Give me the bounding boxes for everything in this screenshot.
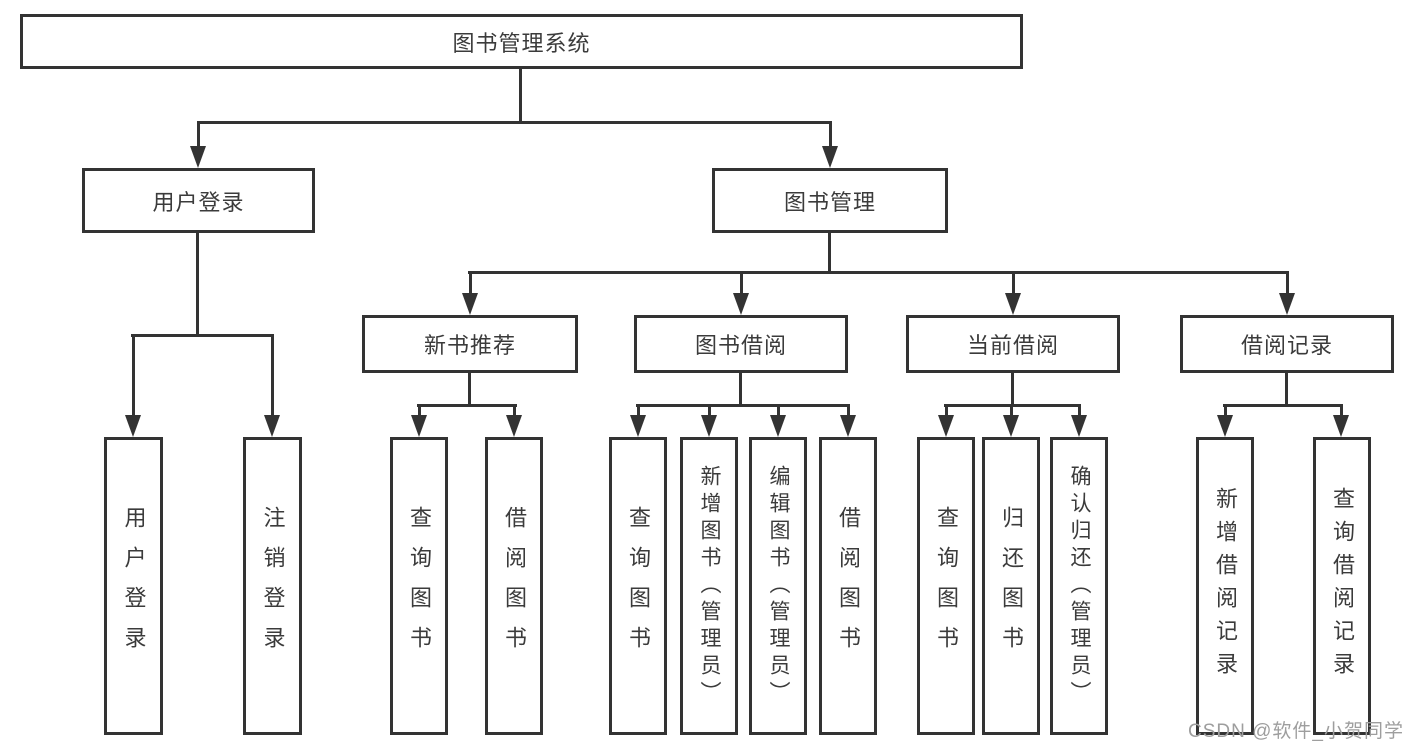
leaf-newrec-borrow-books: 借阅图书 (485, 437, 543, 735)
leaf-logout: 注销登录 (243, 437, 302, 735)
arrow-to-leaf-borrow-edit-books (770, 404, 786, 437)
arrow-to-new-book-recommend (462, 271, 478, 315)
edge-book-borrowing-rail (636, 404, 850, 407)
leaf-current-return-books: 归还图书 (982, 437, 1040, 735)
edge-borrowing-records-stem (1285, 373, 1288, 407)
leaf-current-query-books-label: 查询图书 (934, 506, 959, 666)
arrow-to-leaf-newrec-query-books (411, 404, 427, 437)
arrow-to-leaf-records-add-record (1217, 404, 1233, 437)
node-book-management-label: 图书管理 (783, 189, 876, 215)
leaf-borrow-edit-books-admin: 编辑图书（管理员） (749, 437, 807, 735)
node-new-book-recommend: 新书推荐 (362, 315, 578, 373)
leaf-current-query-books: 查询图书 (917, 437, 975, 735)
edge-user-login-rail (131, 334, 274, 337)
leaf-records-add-record: 新增借阅记录 (1196, 437, 1254, 735)
edge-root-stem (519, 69, 522, 124)
edge-book-management-stem (828, 233, 831, 274)
arrow-to-current-borrowing (1005, 271, 1021, 315)
leaf-borrow-query-books: 查询图书 (609, 437, 667, 735)
edge-borrowing-records-rail (1223, 404, 1343, 407)
leaf-borrow-add-books-admin: 新增图书（管理员） (680, 437, 738, 735)
leaf-newrec-query-books: 查询图书 (390, 437, 448, 735)
node-book-borrowing: 图书借阅 (634, 315, 848, 373)
edge-new-book-recommend-stem (468, 373, 471, 407)
edge-user-login-stem (196, 233, 199, 337)
arrow-to-leaf-current-return-books (1003, 404, 1019, 437)
leaf-records-add-record-label: 新增借阅记录 (1213, 487, 1238, 685)
leaf-newrec-borrow-books-label: 借阅图书 (502, 506, 527, 666)
node-current-borrowing: 当前借阅 (906, 315, 1120, 373)
leaf-borrow-borrow-books-label: 借阅图书 (836, 506, 861, 666)
node-borrowing-records: 借阅记录 (1180, 315, 1394, 373)
node-new-book-recommend-label: 新书推荐 (423, 333, 516, 358)
leaf-borrow-edit-books-admin-label: 编辑图书（管理员） (767, 464, 790, 708)
node-current-borrowing-label: 当前借阅 (966, 333, 1059, 358)
leaf-current-confirm-return-admin: 确认归还（管理员） (1050, 437, 1108, 735)
edge-current-borrowing-rail (944, 404, 1081, 407)
leaf-user-login-label: 用户登录 (121, 506, 147, 666)
leaf-current-confirm-return-admin-label: 确认归还（管理员） (1068, 464, 1091, 708)
arrow-to-user-login (190, 121, 206, 168)
arrow-to-leaf-borrow-query-books (630, 404, 646, 437)
node-user-login-label: 用户登录 (152, 189, 245, 215)
arrow-to-leaf-current-query-books (938, 404, 954, 437)
node-borrowing-records-label: 借阅记录 (1240, 333, 1333, 358)
edge-book-borrowing-stem (739, 373, 742, 407)
leaf-records-query-record: 查询借阅记录 (1313, 437, 1371, 735)
arrow-to-book-management (822, 121, 838, 168)
arrow-to-leaf-records-query-record (1333, 404, 1349, 437)
arrow-to-book-borrowing (733, 271, 749, 315)
arrow-to-borrowing-records (1279, 271, 1295, 315)
arrow-to-leaf-logout (264, 334, 280, 437)
arrow-to-leaf-borrow-add-books (701, 404, 717, 437)
arrow-to-leaf-user-login (125, 334, 141, 437)
node-book-management: 图书管理 (712, 168, 948, 233)
leaf-borrow-add-books-admin-label: 新增图书（管理员） (698, 464, 721, 708)
leaf-borrow-query-books-label: 查询图书 (626, 506, 651, 666)
arrow-to-leaf-current-confirm-return (1071, 404, 1087, 437)
arrow-to-leaf-newrec-borrow-books (506, 404, 522, 437)
csdn-watermark: CSDN @软件_小贺同学 (1188, 721, 1404, 742)
leaf-logout-label: 注销登录 (260, 506, 286, 666)
leaf-user-login: 用户登录 (104, 437, 163, 735)
leaf-current-return-books-label: 归还图书 (999, 506, 1024, 666)
edge-current-borrowing-stem (1011, 373, 1014, 407)
node-user-login: 用户登录 (82, 168, 315, 233)
edge-book-management-rail (468, 271, 1288, 274)
arrow-to-leaf-borrow-borrow-books (840, 404, 856, 437)
edge-root-rail (197, 121, 832, 124)
leaf-borrow-borrow-books: 借阅图书 (819, 437, 877, 735)
node-book-borrowing-label: 图书借阅 (694, 333, 787, 358)
edge-new-book-recommend-rail (417, 404, 517, 407)
node-library-system-label: 图书管理系统 (452, 30, 591, 56)
leaf-records-query-record-label: 查询借阅记录 (1330, 487, 1355, 685)
node-library-system: 图书管理系统 (20, 14, 1023, 69)
leaf-newrec-query-books-label: 查询图书 (407, 506, 432, 666)
